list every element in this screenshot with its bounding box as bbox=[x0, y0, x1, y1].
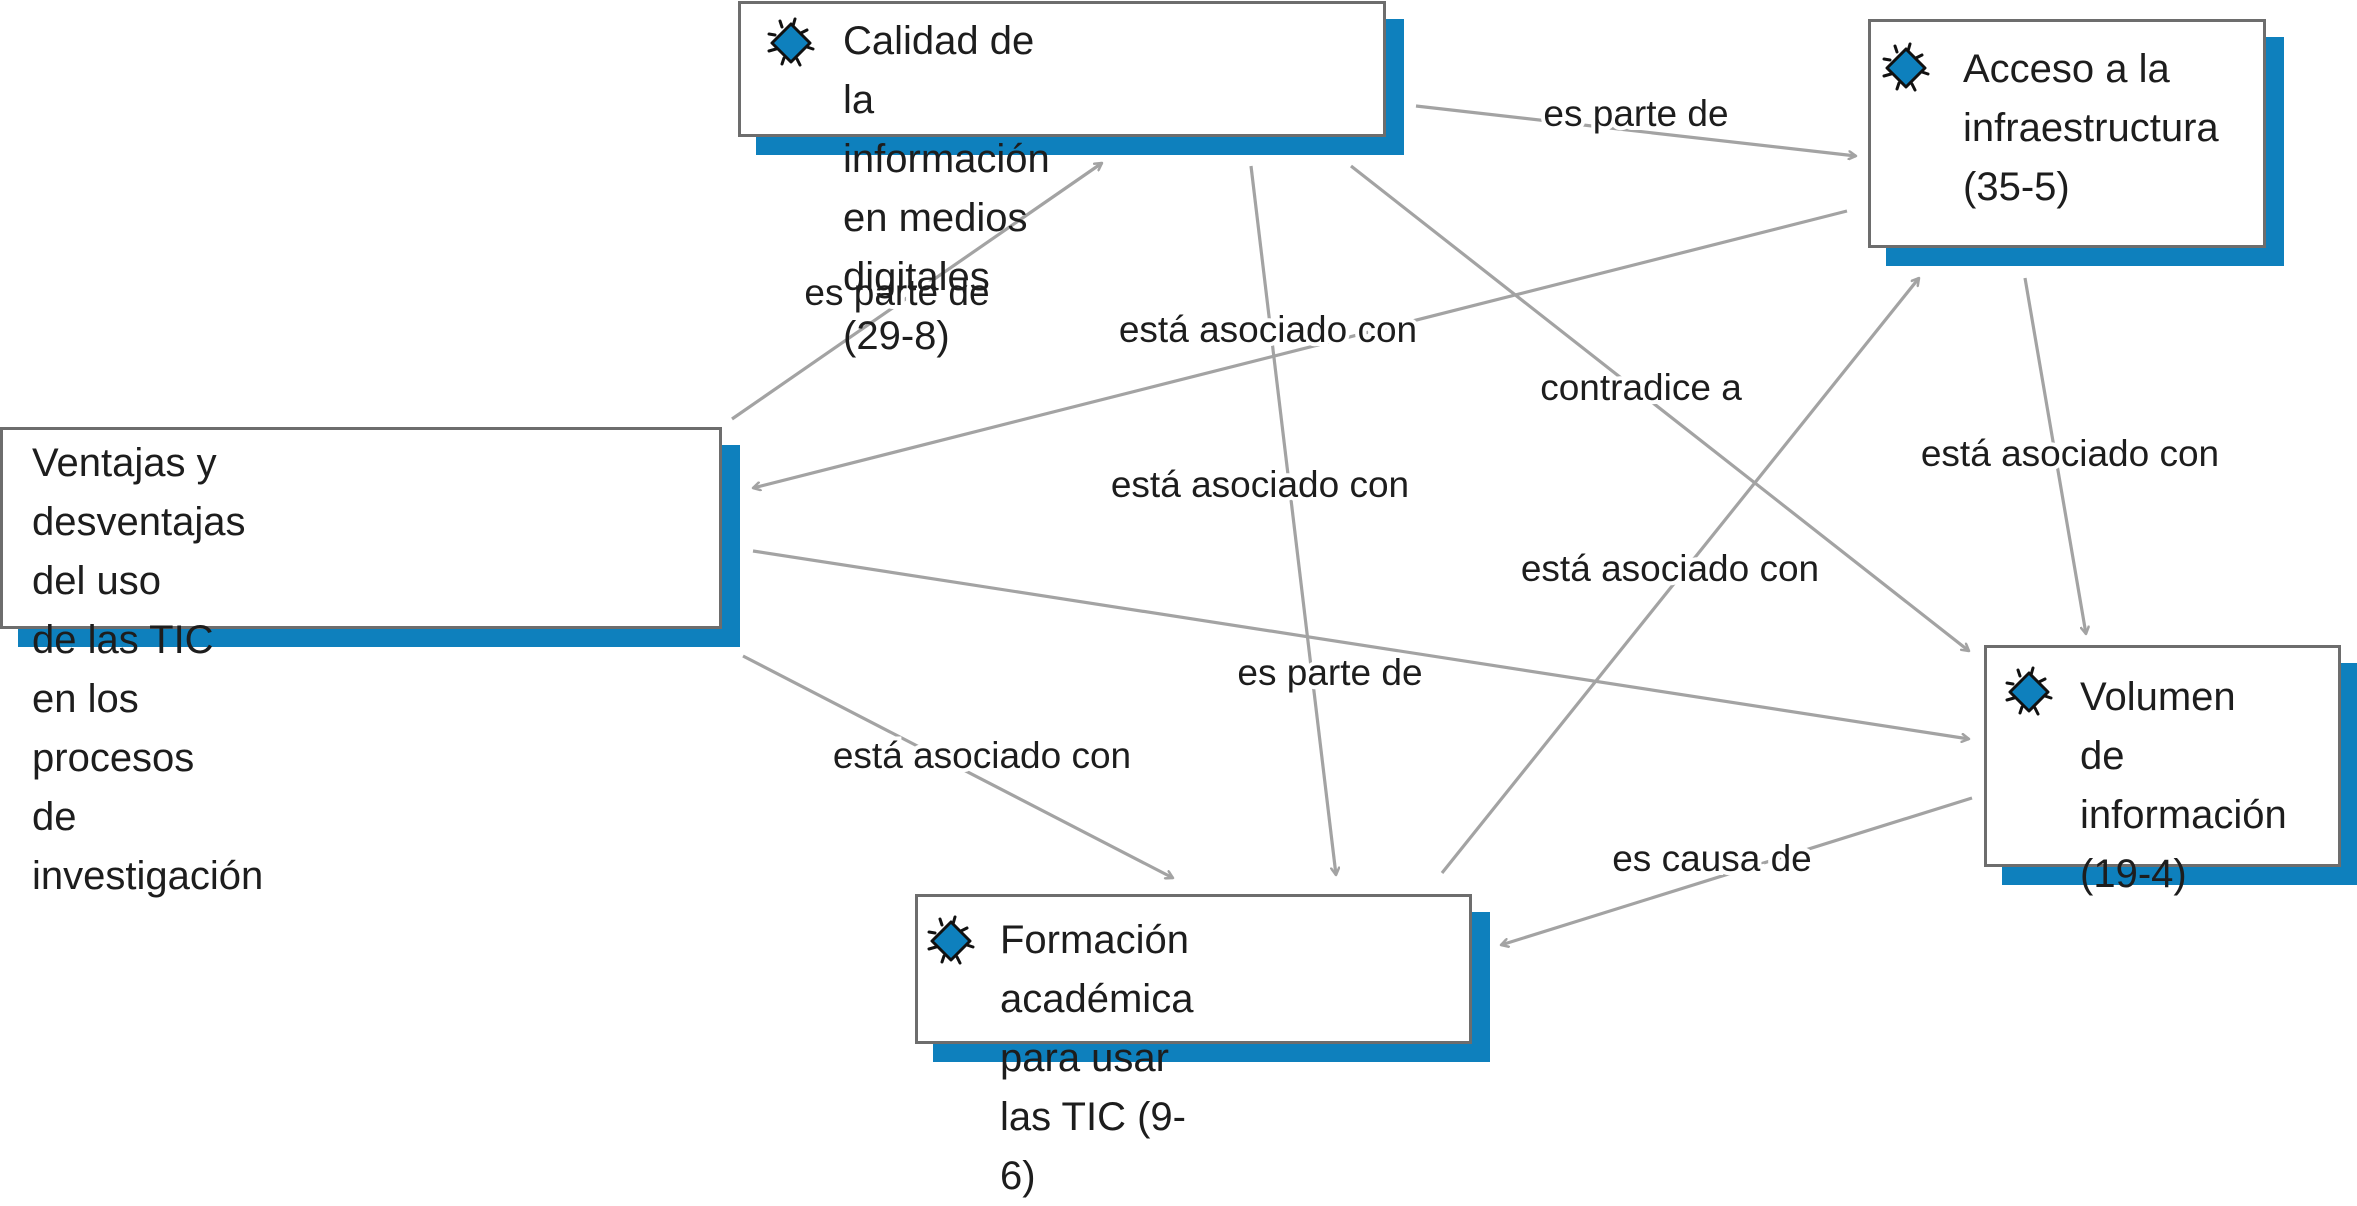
node-code-icon bbox=[765, 17, 817, 69]
edge-label-ventajas-to-acceso: está asociado con bbox=[1119, 309, 1417, 350]
edge-layer: es parte de es parte de está asociado con e… bbox=[731, 93, 2220, 1062]
edge-label-ventajas-to-formacion: está asociado con bbox=[833, 735, 1131, 776]
node-label: Acceso a la infraestructura (35-5) bbox=[1963, 47, 2219, 209]
edge-calidad-to-acceso bbox=[1415, 104, 1856, 156]
node-label: Volumen de información (19-4) bbox=[2080, 675, 2287, 896]
node-box bbox=[1984, 645, 2341, 867]
edge-label-ventajas-to-volumen: es parte de bbox=[1237, 652, 1422, 693]
edge-ventajas-to-formacion bbox=[742, 654, 1173, 878]
edge-acceso-to-volumen bbox=[2023, 277, 2086, 634]
edge-volumen-to-formacion bbox=[1501, 796, 1973, 945]
edge-label-calidad-to-acceso: es parte de bbox=[1543, 93, 1728, 134]
edge-formacion-to-acceso bbox=[1440, 278, 1919, 875]
node-label: Calidad de la información en medios digi… bbox=[843, 19, 1050, 358]
node-label: Ventajas y desventajas del uso de las TI… bbox=[32, 441, 264, 898]
edge-label-formacion-to-acceso: está asociado con bbox=[1521, 548, 1819, 589]
node-code-icon bbox=[1880, 42, 1932, 94]
node-box bbox=[915, 894, 1472, 1044]
edge-label-volumen-to-formacion: es causa de bbox=[1612, 838, 1812, 879]
edge-label-calidad-to-formacion: está asociado con bbox=[1111, 464, 1409, 505]
node-box bbox=[0, 427, 722, 629]
edge-ventajas-to-volumen bbox=[752, 549, 1969, 739]
edge-label-calidad-to-volumen: contradice a bbox=[1540, 367, 1742, 408]
edge-label-acceso-to-volumen: está asociado con bbox=[1921, 433, 2219, 474]
node-code-icon bbox=[925, 915, 977, 967]
edge-calidad-to-formacion bbox=[1249, 165, 1336, 875]
node-label: Formación académica para usar las TIC (9… bbox=[1000, 918, 1194, 1198]
edge-ventajas-to-acceso bbox=[753, 209, 1848, 488]
node-box bbox=[1868, 19, 2266, 248]
node-box bbox=[738, 1, 1386, 137]
edge-ventajas-to-calidad bbox=[731, 161, 1102, 421]
node-code-icon bbox=[2003, 666, 2055, 718]
edge-label-ventajas-to-calidad: es parte de bbox=[804, 272, 989, 313]
edge-calidad-to-volumen bbox=[1350, 164, 1969, 653]
